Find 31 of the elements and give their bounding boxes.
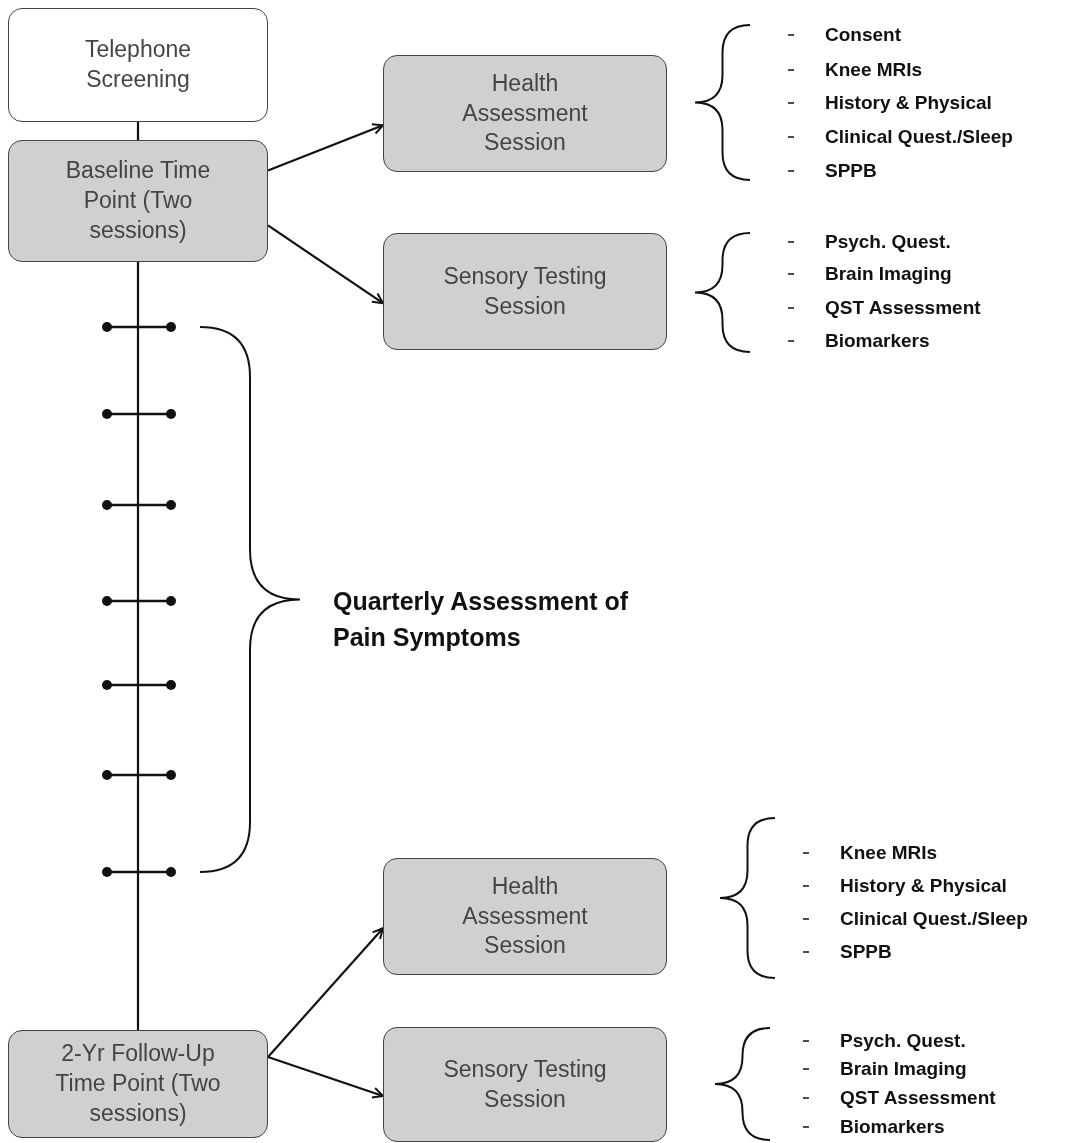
list-item: Clinical Quest./Sleep: [840, 909, 1028, 928]
list-item: Psych. Quest.: [840, 1031, 966, 1050]
session-box: Sensory Testing Session: [383, 233, 667, 350]
time-point-box: Baseline Time Point (Two sessions): [8, 140, 268, 262]
list-item: Knee MRIs: [825, 60, 923, 79]
list-item: Biomarkers: [825, 331, 930, 350]
list-item: QST Assessment: [840, 1088, 996, 1107]
session-box: Sensory Testing Session: [383, 1027, 667, 1142]
connector-line: [136, 262, 140, 1030]
list-item: Psych. Quest.: [825, 232, 951, 251]
list-item: Brain Imaging: [840, 1059, 967, 1078]
list-item: SPPB: [825, 161, 877, 180]
list-item: Brain Imaging: [825, 264, 952, 283]
list-item: Clinical Quest./Sleep: [825, 127, 1013, 146]
list-item: Biomarkers: [840, 1117, 945, 1136]
arrow: [267, 927, 384, 1058]
arrow: [267, 123, 384, 172]
list-item: History & Physical: [840, 876, 1007, 895]
connector-line: [136, 122, 140, 140]
arrow: [267, 1055, 384, 1099]
time-point-box: 2-Yr Follow-Up Time Point (Two sessions): [8, 1030, 268, 1138]
session-box: Health Assessment Session: [383, 858, 667, 975]
list-item: Knee MRIs: [840, 843, 938, 862]
list-item: History & Physical: [825, 93, 992, 112]
session-box: Health Assessment Session: [383, 55, 667, 172]
arrow: [267, 224, 384, 305]
list-item: SPPB: [840, 942, 892, 961]
list-item: Consent: [825, 25, 901, 44]
screening-box: Telephone Screening: [8, 8, 268, 122]
list-item: QST Assessment: [825, 298, 981, 317]
annotation-text: Quarterly Assessment of Pain Symptoms: [333, 586, 630, 654]
